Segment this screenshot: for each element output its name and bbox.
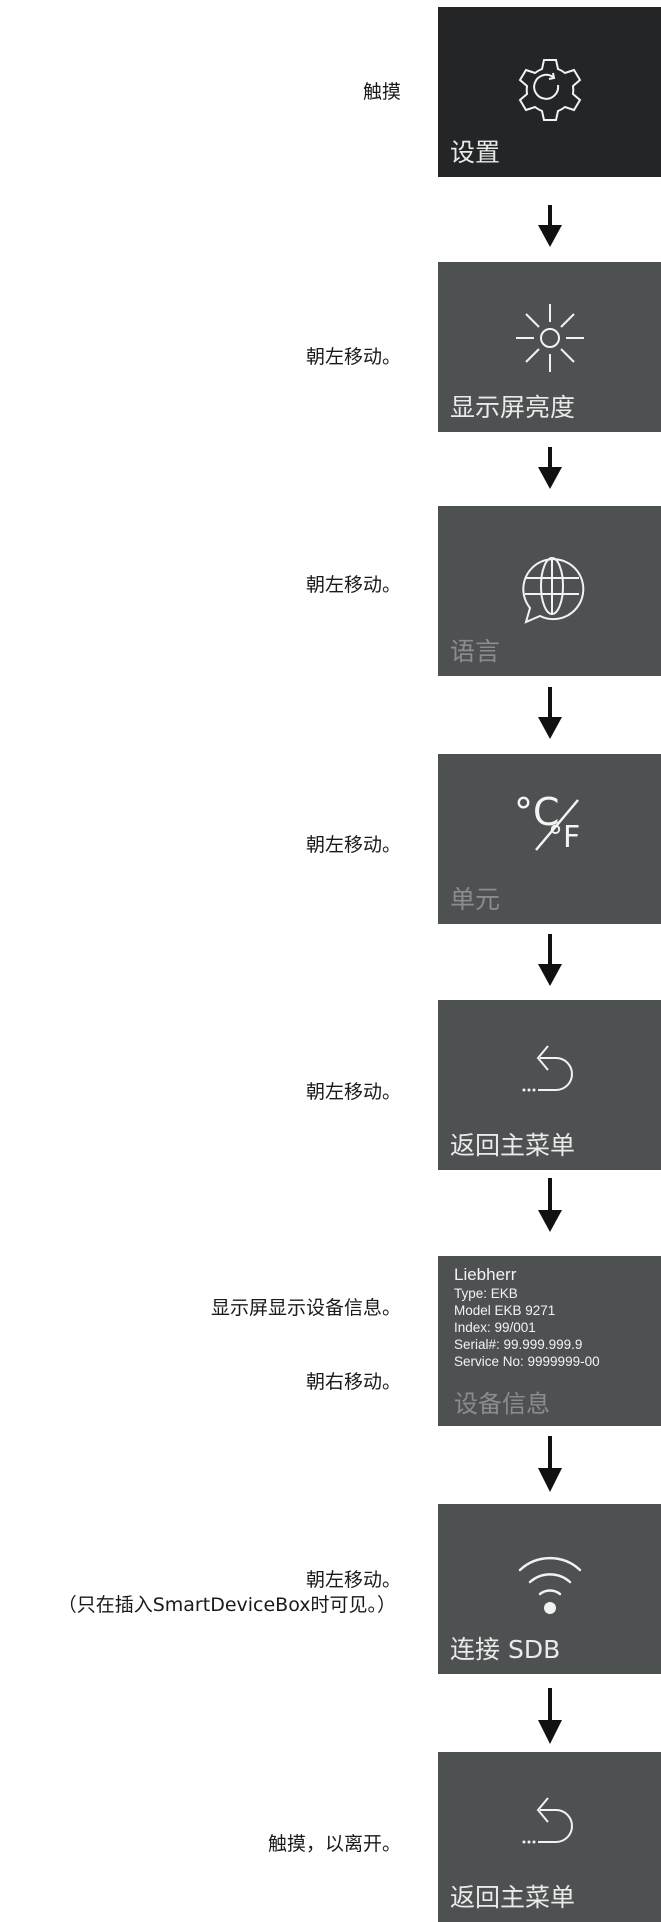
step-instruction: 朝左移动。 <box>305 574 401 596</box>
slash-icon <box>535 799 579 851</box>
tile-label: 显示屏亮度 <box>450 393 576 422</box>
down-arrow-icon <box>538 1688 562 1744</box>
down-arrow-icon <box>538 1436 562 1492</box>
back-arrow-icon <box>522 1797 573 1844</box>
step-instruction: 触摸，以离开。 <box>267 1833 401 1855</box>
display-brightness-tile[interactable]: 显示屏亮度 <box>438 262 661 432</box>
info-brand: Liebherr <box>454 1265 517 1284</box>
down-arrow-icon <box>538 447 562 489</box>
device-info-tile[interactable]: Liebherr Type: EKB Model EKB 9271 Index:… <box>438 1256 661 1426</box>
back-to-main-menu-tile[interactable]: 返回主菜单 <box>438 1752 661 1922</box>
step-instruction: 触摸 <box>362 81 401 103</box>
tile-label: 设备信息 <box>454 1390 550 1418</box>
down-arrow-icon <box>538 687 562 739</box>
step-instruction: 朝左移动。 <box>305 1569 401 1591</box>
info-type: Type: EKB <box>454 1286 518 1301</box>
step-instruction: 朝左移动。 <box>305 346 401 368</box>
step-instruction: 显示屏显示设备信息。 <box>210 1297 401 1319</box>
wifi-icon <box>518 1556 581 1614</box>
tile-label: 设置 <box>450 138 501 167</box>
down-arrow-icon <box>538 934 562 986</box>
unit-tile[interactable]: °C °F 单元 <box>438 754 661 924</box>
step-instruction-note: （只在插入SmartDeviceBox时可见。） <box>57 1594 396 1616</box>
settings-tile[interactable]: 设置 <box>438 7 661 177</box>
temperature-unit-icon: °C °F <box>438 754 661 924</box>
brightness-icon <box>515 304 584 372</box>
celsius-label: °C <box>514 790 560 834</box>
down-arrow-icon <box>538 205 562 247</box>
tile-label: 返回主菜单 <box>450 1131 576 1160</box>
info-serial: Serial#: 99.999.999.9 <box>454 1337 583 1352</box>
back-arrow-icon <box>522 1045 573 1092</box>
step-instruction-secondary: 朝右移动。 <box>305 1371 401 1393</box>
gear-icon <box>518 59 581 121</box>
step-instruction: 朝左移动。 <box>305 834 401 856</box>
tile-label: 语言 <box>450 637 501 666</box>
tile-label: 单元 <box>450 885 501 914</box>
info-service-no: Service No: 9999999-00 <box>454 1354 600 1369</box>
tile-label: 返回主菜单 <box>450 1883 576 1912</box>
fahrenheit-label: °F <box>548 820 581 855</box>
globe-chat-icon <box>521 557 584 624</box>
tile-label: 连接 SDB <box>450 1635 561 1664</box>
connect-sdb-tile[interactable]: 连接 SDB <box>438 1504 661 1674</box>
device-info-text: Liebherr Type: EKB Model EKB 9271 Index:… <box>454 1264 600 1370</box>
down-arrow-icon <box>538 1178 562 1232</box>
info-index: Index: 99/001 <box>454 1320 536 1335</box>
step-instruction: 朝左移动。 <box>305 1081 401 1103</box>
info-model: Model EKB 9271 <box>454 1303 556 1318</box>
language-tile[interactable]: 语言 <box>438 506 661 676</box>
back-to-main-menu-tile[interactable]: 返回主菜单 <box>438 1000 661 1170</box>
